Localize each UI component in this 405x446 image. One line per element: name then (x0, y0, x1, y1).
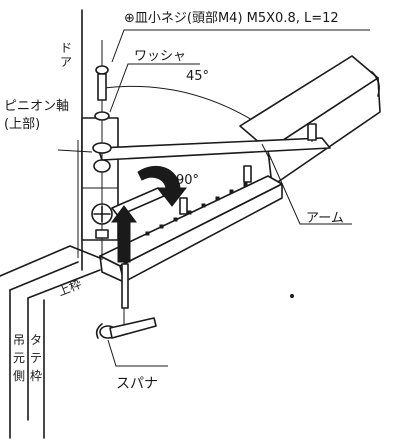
label-washer: ワッシャ (134, 49, 186, 64)
label-screw-spec: ⊕皿小ネジ(頭部M4) M5X0.8, L=12 (124, 11, 339, 26)
label-pinion-2: (上部) (4, 117, 40, 132)
dust-dot (290, 294, 294, 298)
label-door-2: ア (60, 55, 72, 69)
label-vertical-frame-1: タ (30, 333, 42, 347)
label-spanner: スパナ (116, 376, 158, 392)
label-pinion-1: ピニオン軸 (4, 99, 69, 114)
label-upper-frame: 上枠 (56, 277, 84, 299)
rotation-arrow (137, 165, 188, 207)
label-hinge-side-1: 吊 (13, 333, 25, 347)
label-vertical-frame-2: テ (30, 351, 42, 365)
label-vertical-frame-3: 枠 (30, 369, 42, 383)
label-hinge-side-3: 側 (13, 369, 25, 383)
bracket-arm (99, 165, 283, 283)
label-angle-90: 90° (176, 173, 199, 188)
label-hinge-side-2: 元 (13, 351, 25, 365)
label-door-1: ド (60, 41, 72, 55)
spanner-lower (95, 262, 157, 339)
arm-bar (97, 123, 331, 161)
leader-lines (57, 29, 370, 367)
label-angle-45: 45° (186, 69, 209, 84)
upper-frame-beam (239, 55, 381, 187)
fastener-stack (91, 40, 113, 260)
angle-45-arc (103, 85, 266, 129)
frame-corner (0, 245, 101, 439)
bracket-holes (145, 182, 248, 236)
label-arm: アーム (306, 211, 344, 226)
